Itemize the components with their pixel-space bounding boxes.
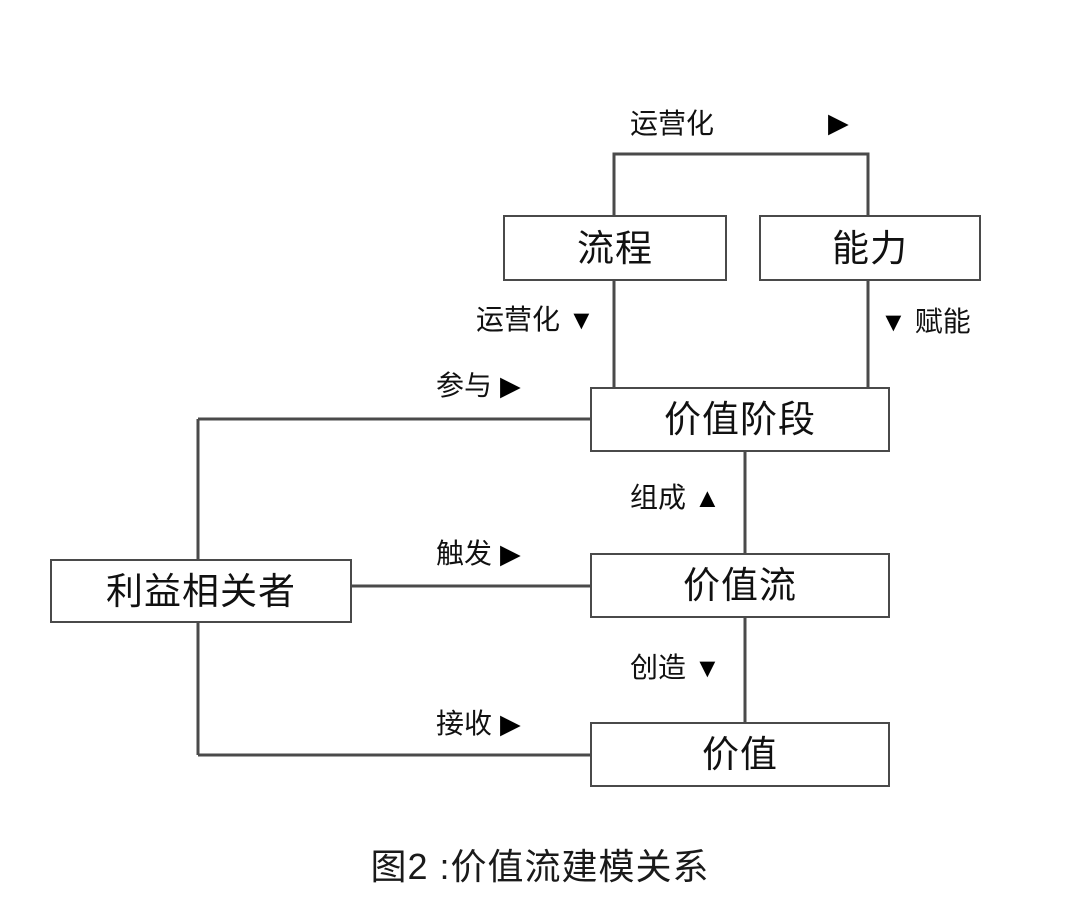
edge-label-operationalize-down: 运营化 ▼: [476, 306, 595, 334]
edge-label-operationalize-down-text: 运营化: [476, 304, 561, 335]
edge-label-enable-text: 赋能: [914, 306, 971, 337]
node-capability[interactable]: 能力: [759, 215, 981, 281]
node-value-stage[interactable]: 价值阶段: [590, 387, 890, 452]
edge-label-receive: 接收 ▶: [436, 710, 521, 738]
figure-caption: 图2 :价值流建模关系: [370, 846, 710, 887]
triangle-down-icon: ▼: [694, 652, 721, 683]
node-value-stream-label: 价值流: [683, 565, 797, 606]
edge-label-trigger-text: 触发: [436, 538, 493, 569]
arrow-right-icon-operationalize-top: ▶: [828, 110, 849, 137]
node-value-stage-label: 价值阶段: [664, 399, 816, 440]
node-stakeholder[interactable]: 利益相关者: [50, 559, 352, 623]
edge-label-enable: ▼ 赋能: [880, 308, 971, 336]
triangle-right-icon: ▶: [500, 538, 521, 569]
node-value[interactable]: 价值: [590, 722, 890, 787]
triangle-right-icon: ▶: [500, 708, 521, 739]
node-process-label: 流程: [577, 227, 653, 269]
node-process[interactable]: 流程: [503, 215, 727, 281]
edge-label-compose: 组成 ▲: [630, 484, 721, 512]
node-stakeholder-label: 利益相关者: [106, 570, 296, 612]
triangle-down-icon: ▼: [568, 304, 595, 335]
node-value-stream[interactable]: 价值流: [590, 553, 890, 618]
node-value-label: 价值: [702, 734, 778, 775]
edge-label-receive-text: 接收: [436, 708, 493, 739]
edge-label-create-text: 创造: [630, 652, 687, 683]
triangle-right-icon: ▶: [500, 370, 521, 401]
triangle-up-icon: ▲: [694, 482, 721, 513]
edge-label-participate: 参与 ▶: [436, 372, 521, 400]
edge-label-create: 创造 ▼: [630, 654, 721, 682]
edge-line-operationalize-top: [612, 152, 870, 215]
triangle-down-icon: ▼: [880, 306, 907, 337]
triangle-right-icon: ▶: [828, 108, 849, 138]
edge-label-compose-text: 组成: [630, 482, 687, 513]
edge-label-participate-text: 参与: [436, 370, 493, 401]
edge-label-operationalize-top-text: 运营化: [630, 108, 715, 139]
node-capability-label: 能力: [832, 227, 908, 269]
edge-label-operationalize-top: 运营化: [630, 110, 714, 138]
edge-label-trigger: 触发 ▶: [436, 540, 521, 568]
